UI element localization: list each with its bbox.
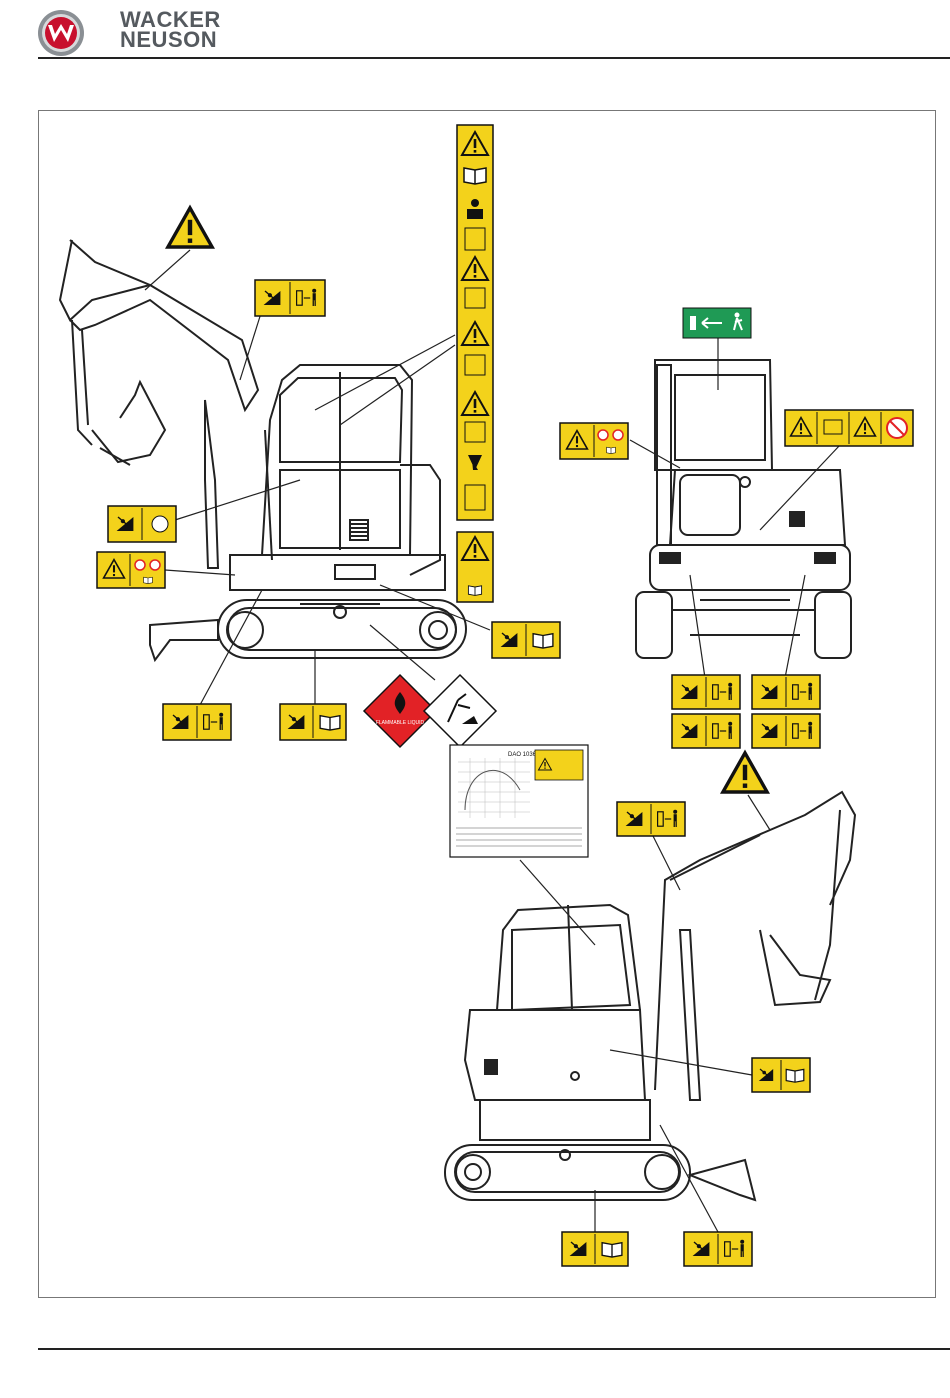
read-manual-decal [280,704,346,740]
read-manual-decal [492,622,560,658]
engine-warning-decal [785,410,913,446]
warning-triangle-icon [723,753,767,792]
crush-hazard-decal [108,506,176,542]
no-entry-decal [560,423,628,459]
keep-distance-decal-grid [672,675,820,748]
excavator-rear-view [636,360,851,658]
read-manual-decal [752,1058,810,1092]
warning-triangle-icon [168,208,212,247]
keep-distance-decal [684,1232,752,1266]
keep-distance-decal [255,280,325,316]
footer-divider [38,1348,950,1350]
keep-distance-decal [163,704,231,740]
safety-decal-strip [457,125,493,602]
keep-distance-decal [617,802,685,836]
no-entry-decal [97,552,165,588]
load-chart-decal: DAO 103687 [450,745,588,857]
read-manual-decal [562,1232,628,1266]
exit-arrow-icon [683,308,751,338]
flammable-label: FLAMMABLE LIQUID [376,720,425,726]
environment-hazard-icon [424,675,496,747]
